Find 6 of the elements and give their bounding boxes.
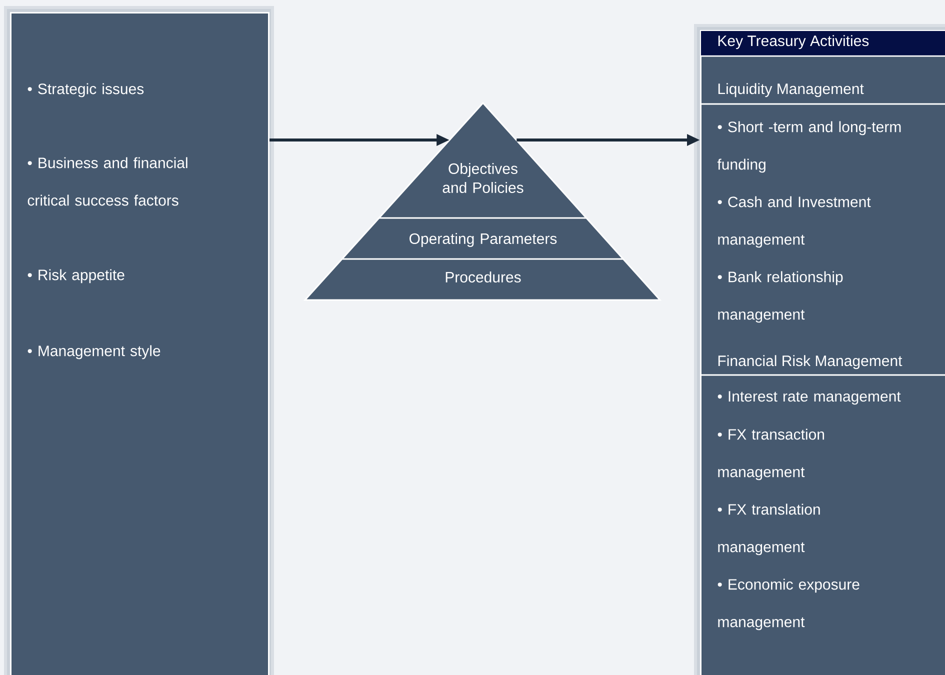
text-panel: • Strategic issues • Business and financial critical success factors • Risk appetite • Management style <box>10 12 270 675</box>
panel-section: Financial Risk Management • Interest rate management • FX transaction management • FX translation management • Economic exposure management <box>701 355 945 630</box>
panel-section: Liquidity Management • Short -term and long-term funding • Cash and Investment management • Bank relationship management <box>701 83 945 323</box>
pyramid-layer: Objectives and Policies <box>379 162 586 219</box>
pyramid-layer: Procedures <box>446 272 521 282</box>
pyramid-layer: Operating Parameters <box>342 233 624 260</box>
